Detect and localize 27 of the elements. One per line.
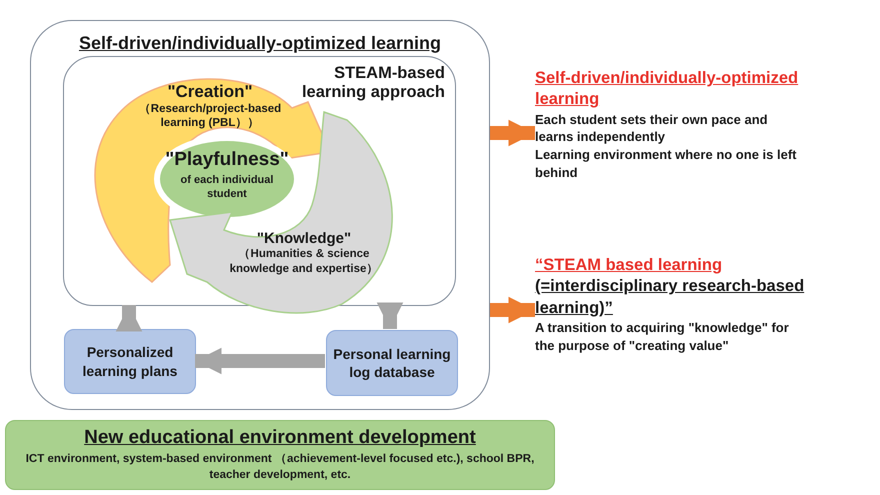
- rounded-frame: [30, 20, 490, 410]
- box-label: Personal learning log database: [332, 344, 452, 382]
- box-description: ICT environment, system-based environment （achievement-level focused etc.), school BPR, teacher development, etc.: [24, 452, 536, 482]
- box-label: Personalized learning plans: [82, 343, 178, 380]
- description-text: A transition to acquiring "knowledge" for the purpose of "creating value": [535, 319, 790, 354]
- highlight-heading: “STEAM based learning: [535, 255, 724, 276]
- ellipse-heading: "Playfulness": [164, 149, 290, 171]
- block-arrow: [490, 296, 535, 324]
- block-arrow: [116, 305, 142, 332]
- arrow-heading: "Knowledge": [256, 230, 352, 247]
- underlined-heading: (=interdisciplinary research-based learning)”: [535, 276, 806, 319]
- box-heading: New educational environment development: [84, 426, 476, 449]
- arrow-subtext: （Humanities & science knowledge and expertise）: [228, 247, 380, 277]
- block-arrow: [376, 302, 404, 329]
- description-text: Learning environment where no one is left behind: [535, 146, 798, 182]
- process-box: [326, 330, 458, 396]
- process-box: [5, 420, 555, 490]
- description-text: Each student sets their own pace and learns independently: [535, 110, 769, 146]
- process-box: [64, 329, 196, 394]
- arrow-subtext: （Research/project-based learning (PBL））: [138, 102, 282, 131]
- highlight-heading: Self-driven/individually-optimized learning: [535, 68, 800, 110]
- block-arrow: [195, 348, 325, 374]
- block-arrow: [490, 120, 535, 146]
- arrow-heading: "Creation": [166, 82, 254, 102]
- frame-heading: Self-driven/individually-optimized learning: [78, 33, 442, 54]
- ellipse-subtext: of each individual student: [180, 174, 274, 202]
- panel-heading: STEAM-based learning approach: [300, 64, 445, 102]
